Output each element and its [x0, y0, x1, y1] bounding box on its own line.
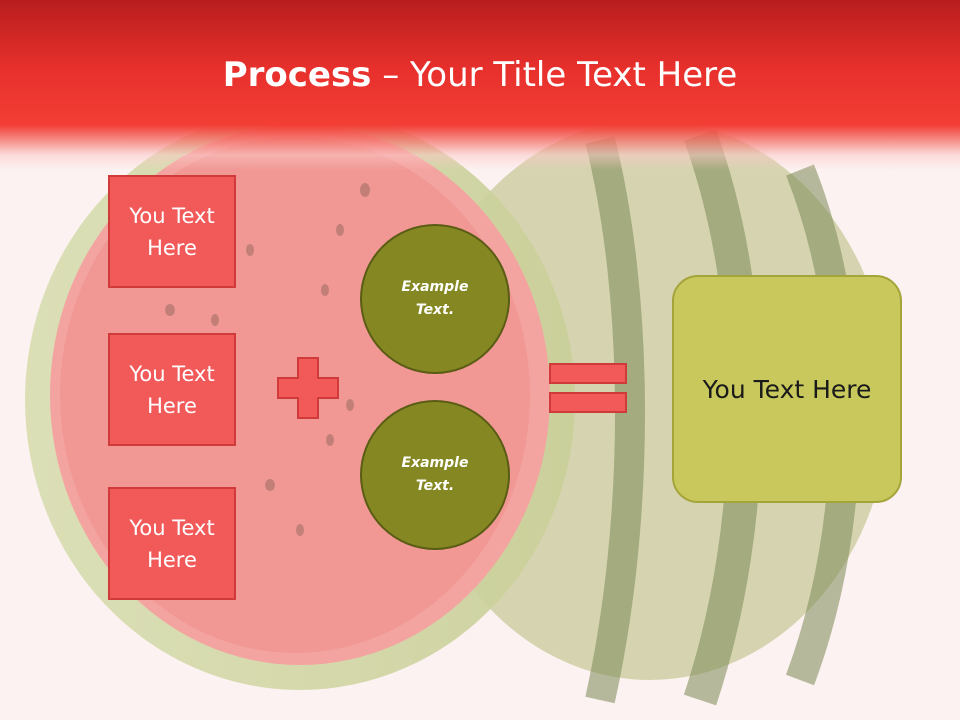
- left-box-1[interactable]: You Text Here: [108, 175, 236, 288]
- equals-icon: [549, 363, 627, 413]
- result-box-text: You Text Here: [702, 374, 872, 404]
- title-bar: [0, 0, 960, 170]
- title-bold: Process: [222, 55, 372, 95]
- left-box-2[interactable]: You Text Here: [108, 333, 236, 446]
- result-box[interactable]: You Text Here: [672, 275, 902, 503]
- left-box-2-text: You Text Here: [129, 361, 215, 418]
- circle-1[interactable]: Example Text.: [360, 224, 510, 374]
- circle-1-text: Example Text.: [401, 279, 469, 318]
- left-box-1-text: You Text Here: [129, 203, 215, 260]
- circle-2-text: Example Text.: [401, 455, 469, 494]
- circle-2[interactable]: Example Text.: [360, 400, 510, 550]
- slide-title: Process – Your Title Text Here: [0, 54, 960, 96]
- left-box-3-text: You Text Here: [129, 515, 215, 572]
- left-box-3[interactable]: You Text Here: [108, 487, 236, 600]
- plus-icon: [277, 357, 339, 419]
- title-rest: – Your Title Text Here: [371, 55, 738, 95]
